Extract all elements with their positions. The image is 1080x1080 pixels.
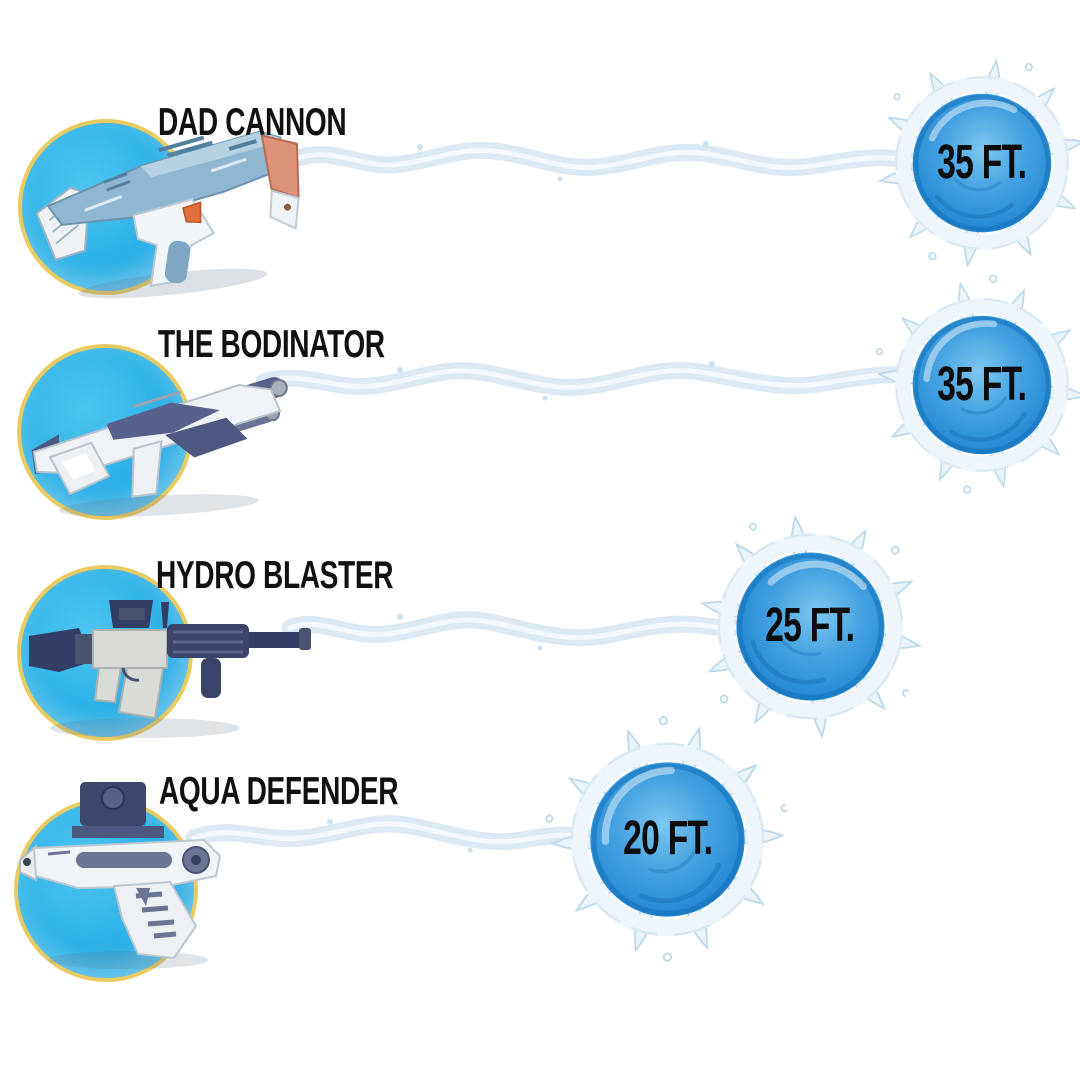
dad-cannon-gun-shapes: [35, 130, 300, 299]
distance-text: 35 FT.: [937, 358, 1027, 411]
product-name-text: THE BODINATOR: [158, 323, 385, 366]
aqua-defender-gun-image: [19, 782, 222, 969]
water-stream-aqua-defender: [185, 815, 613, 853]
distance-text: 35 FT.: [937, 136, 1027, 189]
dad-cannon-gun-image: [35, 130, 300, 299]
product-name-text: AQUA DEFENDER: [159, 770, 399, 813]
product-name-text: HYDRO BLASTER: [156, 554, 394, 597]
distance-badge-aqua-defender: 20 FT.: [588, 812, 748, 865]
distance-badge-the-bodinator: 35 FT.: [902, 358, 1062, 411]
the-bodinator-gun-shapes: [31, 377, 288, 517]
water-stream-dad-cannon: [289, 141, 935, 182]
distance-badge-hydro-blaster: 25 FT.: [730, 599, 890, 652]
product-name-dad-cannon: DAD CANNON: [158, 103, 420, 142]
aqua-defender-gun-shapes: [19, 782, 222, 969]
distance-text: 25 FT.: [765, 599, 855, 652]
hydro-blaster-gun-shapes: [29, 600, 311, 738]
water-stream-hydro-blaster: [281, 611, 759, 651]
distance-badge-dad-cannon: 35 FT.: [902, 136, 1062, 189]
product-name-the-bodinator: THE BODINATOR: [158, 325, 473, 364]
hydro-blaster-gun-image: [29, 600, 311, 738]
water-stream-the-bodinator: [255, 361, 935, 401]
product-name-aqua-defender: AQUA DEFENDER: [159, 772, 491, 811]
distance-text: 20 FT.: [623, 812, 713, 865]
product-name-text: DAD CANNON: [158, 101, 347, 144]
the-bodinator-gun-image: [31, 377, 288, 517]
product-name-hydro-blaster: HYDRO BLASTER: [156, 556, 485, 595]
